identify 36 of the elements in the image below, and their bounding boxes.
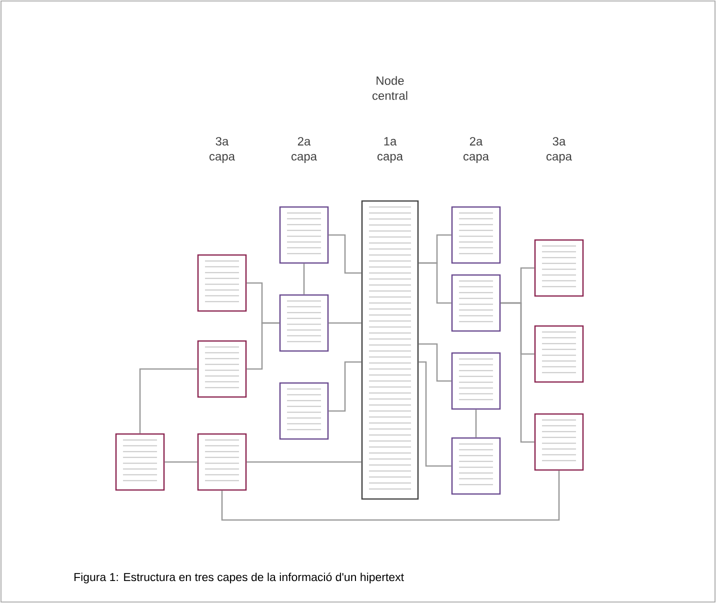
connector-line [475,410,477,438]
connector-line [164,461,198,463]
document-box [451,206,501,264]
document-box [279,294,329,352]
document-box [451,274,501,332]
connector-line [418,262,452,304]
connector-line [328,322,362,324]
connector-line [139,368,198,434]
document-box [361,200,419,500]
document-box [279,206,329,264]
document-box [279,382,329,440]
document-box [534,413,584,471]
column-heading: 2a capa [292,137,317,163]
document-box [115,433,165,491]
column-heading: 2a capa [464,137,489,163]
connector-line [221,470,560,521]
document-box [197,254,247,312]
connector-line [303,264,305,294]
document-box [451,352,501,410]
connector-line [246,322,280,370]
connector-line [328,361,362,412]
column-heading: 3a capa [546,137,572,163]
connector-line [418,361,452,467]
connector-line [246,461,362,463]
document-box [197,340,247,398]
connector-line [418,343,452,382]
column-heading: Node central [372,76,408,100]
document-box [534,325,584,383]
column-heading: 1a capa [378,137,403,163]
connector-line [328,234,362,274]
document-box [197,433,247,491]
document-box [534,239,584,297]
caption: Figura 1: Estructura en tres capes de la informació d'un hipertext [74,572,404,584]
column-heading: 3a capa [210,137,235,163]
document-box [451,437,501,495]
connector-line [500,302,534,443]
